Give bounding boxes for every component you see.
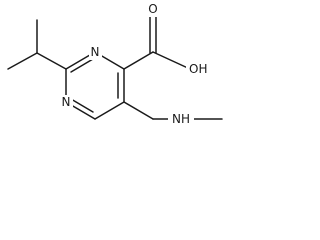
bond-isopropyl-ring <box>36 52 67 70</box>
bond-c2-n1-double <box>70 58 94 73</box>
bond-isopropyl-left <box>7 52 38 70</box>
n3-label-bg <box>60 95 73 110</box>
ring-nitrogen-1: N <box>91 45 100 59</box>
bond-c-oh <box>152 51 191 70</box>
molecule-structure: N N O OH NH <box>7 2 223 126</box>
bond-c5-c4 <box>94 101 125 120</box>
carbonyl-oxygen: O <box>148 2 157 16</box>
bond-c4-n3-double <box>70 98 94 113</box>
amine-group: NH <box>172 112 190 126</box>
bond-ring-carboxyl <box>123 51 154 70</box>
nh-label-bg <box>168 111 194 126</box>
oh-label-bg <box>186 61 212 76</box>
bond-ring-nh <box>123 101 154 120</box>
n1-label-bg <box>89 45 102 60</box>
ring-nitrogen-3: N <box>62 95 71 109</box>
o-label-bg <box>147 2 160 17</box>
hydroxyl-group: OH <box>189 62 207 76</box>
